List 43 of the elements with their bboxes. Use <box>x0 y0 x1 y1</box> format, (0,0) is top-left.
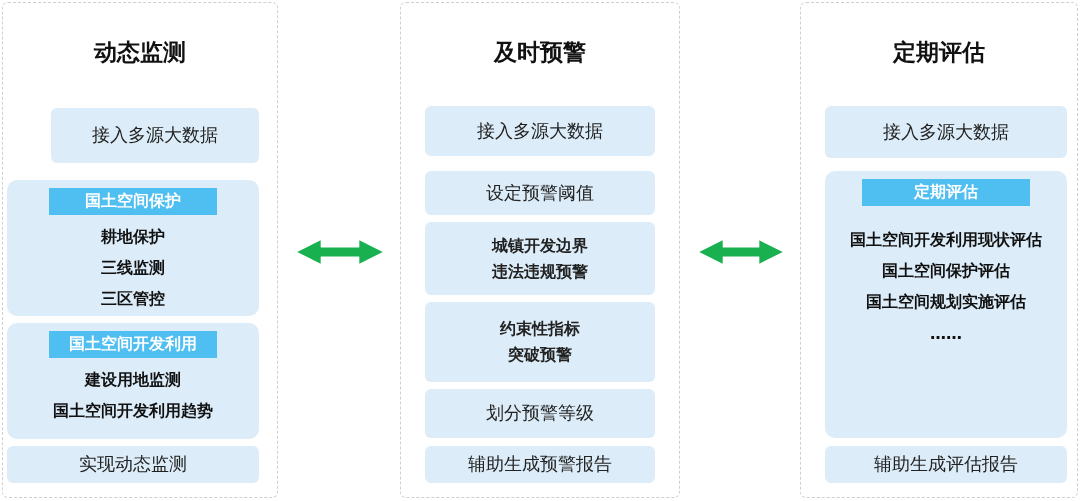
step-box <box>425 389 655 438</box>
category-box <box>7 323 259 439</box>
panel-title: 及时预警 <box>492 38 587 67</box>
step-box <box>425 222 655 295</box>
step-box <box>425 171 655 215</box>
step-text: 实现动态监测 <box>79 452 187 477</box>
step-box <box>425 302 655 382</box>
double-arrow <box>699 240 783 264</box>
step-text: 城镇开发边界违法违规预警 <box>490 234 589 283</box>
panel-title: 动态监测 <box>92 38 187 67</box>
category-header: 国土空间保护 <box>49 188 217 215</box>
category-box <box>7 180 259 316</box>
step-box <box>825 106 1067 158</box>
item-text: 国土空间规划实施评估 <box>866 291 1026 314</box>
step-text: 约束性指标突破预警 <box>499 318 581 366</box>
item-text: 建设用地监测 <box>85 369 181 391</box>
step-text: 辅助生成评估报告 <box>874 452 1018 477</box>
dashed-panel <box>400 2 680 498</box>
item-text: 国土空间保护评估 <box>882 260 1010 283</box>
step-text: 接入多源大数据 <box>883 119 1009 144</box>
item-text: 国土空间开发利用现状评估 <box>850 229 1042 251</box>
category-box <box>825 171 1067 438</box>
step-text: 设定预警阈值 <box>486 180 594 205</box>
step-text: 接入多源大数据 <box>477 118 603 143</box>
panel-title: 定期评估 <box>891 38 986 67</box>
dashed-panel <box>2 2 278 498</box>
step-box <box>425 106 655 156</box>
dashed-panel <box>800 2 1078 498</box>
item-text: 国土空间开发利用趋势 <box>53 400 213 423</box>
step-box <box>425 446 655 483</box>
category-header: 定期评估 <box>862 179 1030 206</box>
item-text: 三线监测 <box>101 257 165 280</box>
item-text: 三区管控 <box>101 288 165 311</box>
step-text: 辅助生成预警报告 <box>468 452 612 477</box>
item-text: 耕地保护 <box>101 226 165 248</box>
step-text: 划分预警等级 <box>486 401 594 426</box>
step-box <box>825 446 1067 483</box>
item-text: …… <box>930 322 962 345</box>
step-box <box>7 446 259 483</box>
step-text: 接入多源大数据 <box>92 123 218 148</box>
double-arrow <box>297 240 383 264</box>
category-header: 国土空间开发利用 <box>49 331 217 358</box>
step-box <box>51 108 259 163</box>
